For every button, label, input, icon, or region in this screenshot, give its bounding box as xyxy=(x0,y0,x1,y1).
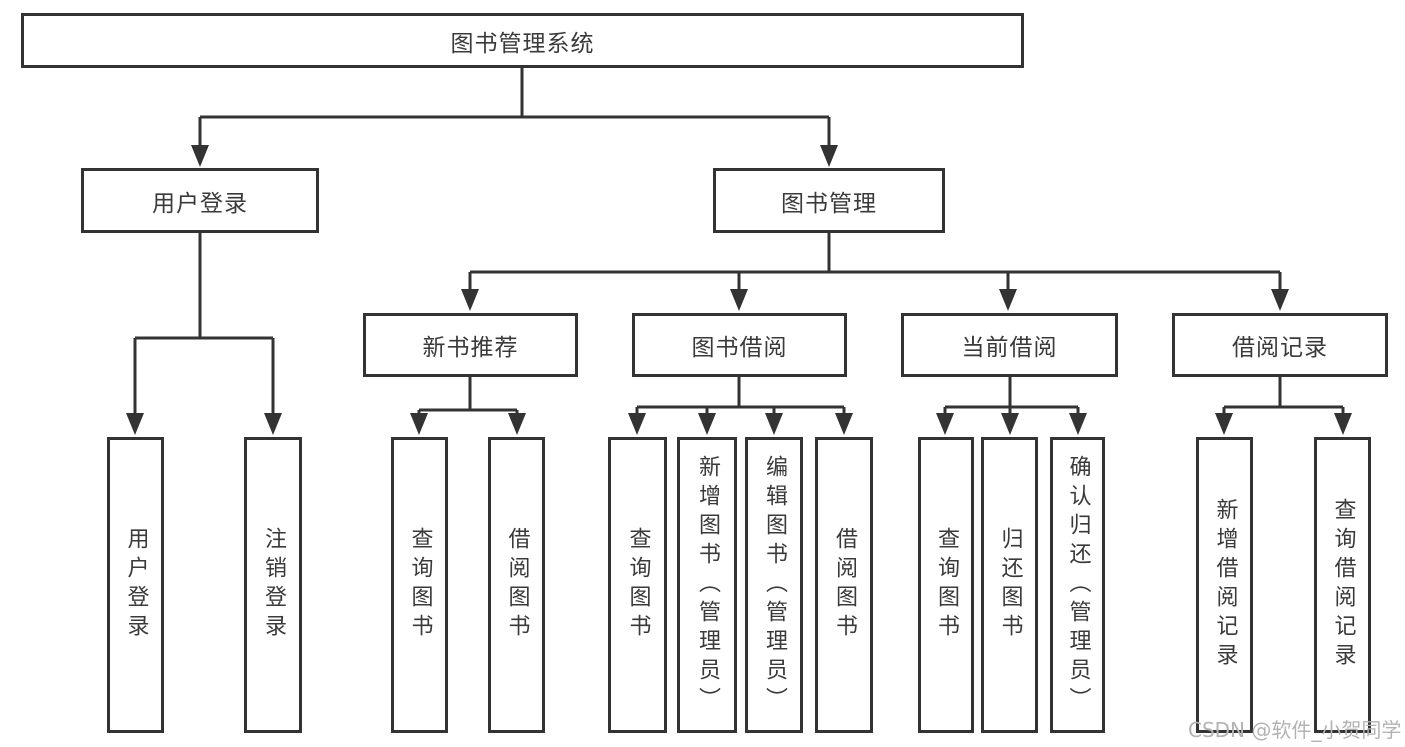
leaf-query-books-current: 查询图书 xyxy=(918,437,974,733)
leaf-user-login: 用户登录 xyxy=(107,437,164,733)
node-root: 图书管理系统 xyxy=(21,13,1024,68)
leaf-return-books-label: 归还图书 xyxy=(997,527,1023,643)
connector-current-borrow-children xyxy=(936,377,1087,435)
leaf-borrow-books-borrow: 借阅图书 xyxy=(815,437,873,733)
node-new-book-recommend-label: 新书推荐 xyxy=(422,335,519,361)
leaf-query-books-recommend-label: 查询图书 xyxy=(407,527,433,643)
node-borrow-records: 借阅记录 xyxy=(1172,313,1388,377)
leaf-query-books-current-label: 查询图书 xyxy=(934,527,959,643)
watermark-text: CSDN @软件_小贺同学 xyxy=(1188,718,1402,742)
leaf-edit-books-admin-label: 编辑图书（管理员） xyxy=(762,454,787,716)
connector-new-book-recommend-children xyxy=(410,377,526,435)
leaf-user-login-label: 用户登录 xyxy=(123,527,149,643)
node-current-borrow: 当前借阅 xyxy=(901,313,1118,377)
leaf-logout-login: 注销登录 xyxy=(244,437,302,733)
connector-book-borrow-children xyxy=(628,377,853,435)
connector-user-login-children xyxy=(126,233,282,435)
leaf-logout-login-label: 注销登录 xyxy=(261,527,286,643)
leaf-confirm-return-admin: 确认归还（管理员） xyxy=(1050,437,1105,733)
leaf-add-books-admin-label: 新增图书（管理员） xyxy=(695,454,720,716)
leaf-borrow-books-recommend-label: 借阅图书 xyxy=(504,527,530,643)
leaf-add-books-admin: 新增图书（管理员） xyxy=(677,437,737,733)
leaf-borrow-books-borrow-label: 借阅图书 xyxy=(832,527,857,643)
node-user-login-label: 用户登录 xyxy=(152,190,248,217)
node-user-login: 用户登录 xyxy=(81,168,319,233)
connector-book-management-children xyxy=(461,233,1289,311)
node-book-management: 图书管理 xyxy=(713,168,945,233)
leaf-query-borrow-record-label: 查询借阅记录 xyxy=(1330,498,1356,672)
node-book-borrow: 图书借阅 xyxy=(632,313,847,377)
node-new-book-recommend: 新书推荐 xyxy=(363,313,578,377)
leaf-edit-books-admin: 编辑图书（管理员） xyxy=(745,437,803,733)
leaf-borrow-books-recommend: 借阅图书 xyxy=(488,437,545,733)
connector-borrow-records-children xyxy=(1215,377,1352,435)
node-borrow-records-label: 借阅记录 xyxy=(1232,335,1328,361)
leaf-confirm-return-admin-label: 确认归还（管理员） xyxy=(1065,454,1091,716)
node-current-borrow-label: 当前借阅 xyxy=(961,335,1058,361)
connector-root-to-level2 xyxy=(191,68,838,167)
leaf-return-books: 归还图书 xyxy=(981,437,1038,733)
node-book-management-label: 图书管理 xyxy=(781,190,877,217)
leaf-add-borrow-record: 新增借阅记录 xyxy=(1196,437,1253,733)
node-book-borrow-label: 图书借阅 xyxy=(691,335,788,361)
leaf-add-borrow-record-label: 新增借阅记录 xyxy=(1212,498,1238,672)
leaf-query-books-borrow-label: 查询图书 xyxy=(625,527,651,643)
leaf-query-borrow-record: 查询借阅记录 xyxy=(1314,437,1371,733)
leaf-query-books-borrow: 查询图书 xyxy=(608,437,667,733)
leaf-query-books-recommend: 查询图书 xyxy=(391,437,448,733)
node-root-label: 图书管理系统 xyxy=(450,30,595,57)
